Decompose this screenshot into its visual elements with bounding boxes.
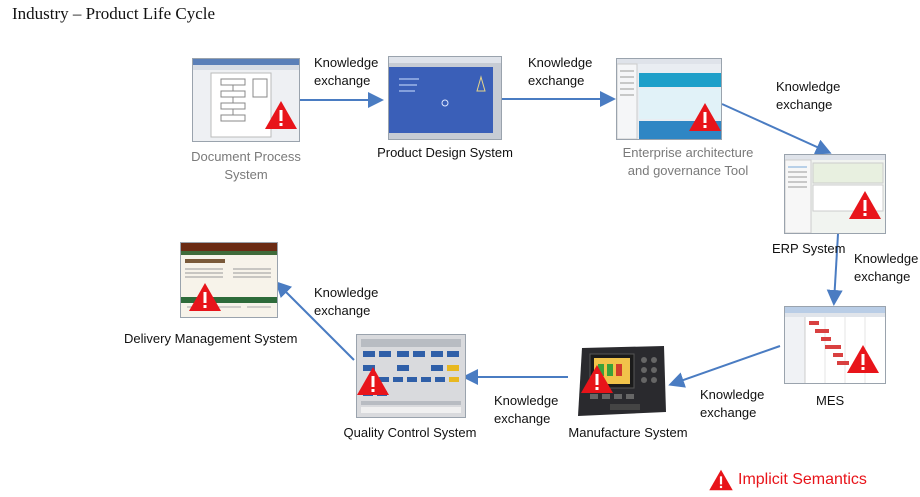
- warning-triangle-icon: [849, 191, 881, 219]
- warning-triangle-icon: [357, 367, 389, 395]
- warning-triangle-icon: [709, 469, 733, 491]
- warning-triangle-icon: [265, 101, 297, 129]
- page-title: Industry – Product Life Cycle: [12, 4, 216, 23]
- quality-control-label: Quality Control System: [343, 425, 477, 440]
- arrow-erp-to-mes: [826, 233, 843, 306]
- warning-triangle-icon: [189, 283, 221, 311]
- document-process-screenshot: [192, 58, 300, 142]
- warning-triangle-icon: [689, 103, 721, 131]
- product-design-label: Product Design System: [377, 145, 513, 160]
- legend: Implicit Semantics: [708, 469, 867, 491]
- warning-triangle-icon: [847, 345, 879, 373]
- warning-triangle-icon: [581, 365, 613, 393]
- product-design-screenshot: [388, 56, 502, 140]
- manufacture-label: Manufacture System: [568, 425, 688, 440]
- mes-label: MES: [816, 393, 845, 408]
- document-process-label: Document Process System: [191, 149, 301, 182]
- erp-label: ERP System: [772, 241, 846, 256]
- arrow-enterprise-to-erp: [721, 103, 832, 155]
- legend-label: Implicit Semantics: [738, 471, 867, 488]
- arrow-quality-to-delivery: [275, 281, 355, 361]
- arrow-mes-to-manufacture: [668, 345, 781, 388]
- delivery-management-label: Delivery Management System: [124, 331, 298, 346]
